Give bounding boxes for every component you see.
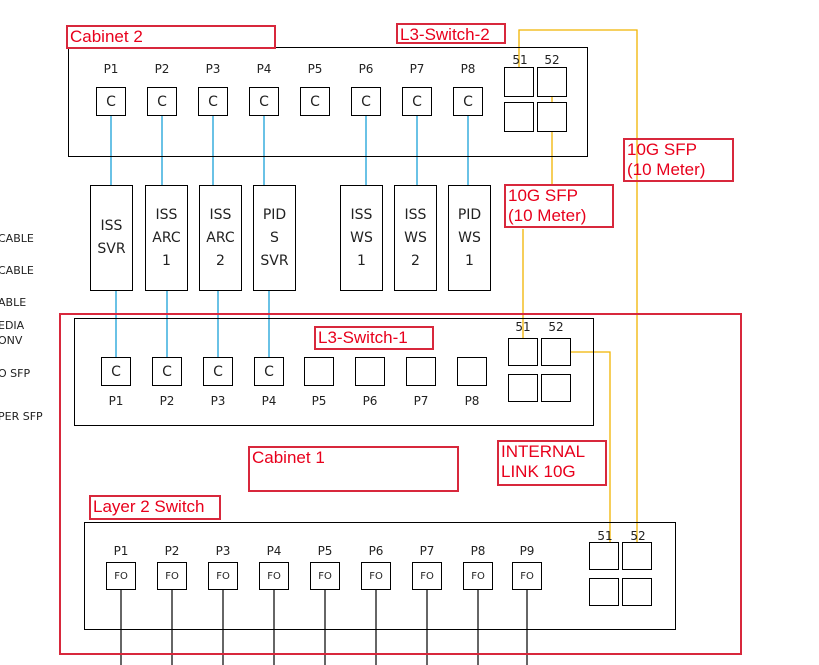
layer-2-switch-port-label: P2 [164,544,180,558]
l3-switch-1-port-label: P2 [159,394,175,408]
l3-switch-1-chassis [74,318,594,426]
layer-2-switch-port-label: P7 [419,544,435,558]
end-device[interactable]: ISS WS 1 [340,185,383,291]
l3-switch-2-sfp-52[interactable] [537,67,567,97]
legend-item-copper-sfp: PER SFP [0,410,43,423]
end-device[interactable]: PID S SVR [253,185,296,291]
l3-switch-2-port[interactable]: C [453,87,483,116]
l3-switch-2-port-label: P1 [103,62,119,76]
l3-switch-1-port[interactable]: C [152,357,182,386]
l3-switch-2-label: L3-Switch-2 [396,23,506,44]
layer-2-switch-port-label: P3 [215,544,231,558]
legend-item-copper-cable-2: CABLE [0,264,34,277]
layer-2-switch-port[interactable]: FO [157,562,187,590]
l3-switch-1-port[interactable] [406,357,436,386]
layer-2-switch-port-label: P5 [317,544,333,558]
l3-switch-1-port[interactable]: C [101,357,131,386]
l3-switch-1-port-label: P7 [413,394,429,408]
l3-switch-1-sfp-52[interactable] [541,338,571,366]
layer-2-switch-port[interactable]: FO [512,562,542,590]
layer-2-switch-port-label: P8 [470,544,486,558]
end-device[interactable]: PID WS 1 [448,185,491,291]
end-device[interactable]: ISS ARC 2 [199,185,242,291]
l3-switch-2-port[interactable]: C [351,87,381,116]
sfp-link-label-10m-a: 10G SFP (10 Meter) [623,138,734,182]
l3-switch-2-port[interactable]: C [300,87,330,116]
legend-item-copper-cable-1: CABLE [0,232,34,245]
l3-switch-2-port-label: P7 [409,62,425,76]
l3-switch-2-port-label: P4 [256,62,272,76]
l3-switch-1-sfp-54[interactable] [541,374,571,402]
cabinet-1-label: Cabinet 1 [248,446,459,492]
l3-switch-1-port-label: P3 [210,394,226,408]
l3-switch-2-sfp-54[interactable] [537,102,567,132]
layer-2-switch-port-label: P1 [113,544,129,558]
end-device[interactable]: ISS SVR [90,185,133,291]
l3-switch-1-port-label: P1 [108,394,124,408]
l3-switch-1-port-label: P5 [311,394,327,408]
l3-switch-2-chassis [68,47,588,157]
l3-switch-1-label: L3-Switch-1 [314,326,434,350]
l3-switch-2-port-label: P3 [205,62,221,76]
l3-switch-1-port[interactable]: C [254,357,284,386]
cabinet-1-enclosure [59,313,742,655]
l3-switch-2-port-label: P6 [358,62,374,76]
layer-2-switch-port[interactable]: FO [259,562,289,590]
l3-switch-1-sfp-51-label: 51 [515,320,531,334]
l3-switch-1-port-label: P4 [261,394,277,408]
l3-switch-1-sfp-52-label: 52 [548,320,564,334]
legend-item-sfp: O SFP [0,367,31,380]
layer-2-switch-port[interactable]: FO [361,562,391,590]
legend-item-media-converter: EDIA ONV [0,319,25,347]
l3-switch-1-port[interactable] [304,357,334,386]
l3-switch-2-port-label: P5 [307,62,323,76]
layer-2-switch-sfp-52-label: 52 [630,529,646,543]
l3-switch-2-port[interactable]: C [198,87,228,116]
l3-switch-2-sfp-51-label: 51 [512,53,528,67]
layer-2-switch-port[interactable]: FO [463,562,493,590]
layer-2-switch-sfp-51-label: 51 [597,529,613,543]
layer-2-switch-label: Layer 2 Switch [89,495,221,520]
layer-2-switch-port-label: P9 [519,544,535,558]
l3-switch-2-sfp-52-label: 52 [544,53,560,67]
legend-item-cable: ABLE [0,296,27,309]
l3-switch-1-port-label: P6 [362,394,378,408]
layer-2-switch-port[interactable]: FO [310,562,340,590]
l3-switch-2-port-label: P2 [154,62,170,76]
layer-2-switch-sfp-51[interactable] [589,542,619,570]
l3-switch-2-port-label: P8 [460,62,476,76]
l3-switch-2-sfp-53[interactable] [504,102,534,132]
end-device[interactable]: ISS WS 2 [394,185,437,291]
layer-2-switch-port-label: P4 [266,544,282,558]
l3-switch-2-port[interactable]: C [249,87,279,116]
layer-2-switch-sfp-53[interactable] [589,578,619,606]
layer-2-switch-port[interactable]: FO [412,562,442,590]
l3-switch-1-sfp-53[interactable] [508,374,538,402]
layer-2-switch-port-label: P6 [368,544,384,558]
layer-2-switch-sfp-54[interactable] [622,578,652,606]
l3-switch-1-port-label: P8 [464,394,480,408]
l3-switch-2-port[interactable]: C [147,87,177,116]
l3-switch-1-port[interactable] [457,357,487,386]
layer-2-switch-sfp-52[interactable] [622,542,652,570]
l3-switch-1-port[interactable]: C [203,357,233,386]
layer-2-switch-chassis [84,522,676,630]
l3-switch-2-port[interactable]: C [402,87,432,116]
internal-link-label: INTERNAL LINK 10G [497,440,607,486]
l3-switch-1-port[interactable] [355,357,385,386]
cabinet-2-label: Cabinet 2 [66,25,276,49]
l3-switch-2-sfp-51[interactable] [504,67,534,97]
sfp-link-label-10m-b: 10G SFP (10 Meter) [504,184,614,228]
l3-switch-2-port[interactable]: C [96,87,126,116]
l3-switch-1-sfp-51[interactable] [508,338,538,366]
end-device[interactable]: ISS ARC 1 [145,185,188,291]
layer-2-switch-port[interactable]: FO [208,562,238,590]
layer-2-switch-port[interactable]: FO [106,562,136,590]
